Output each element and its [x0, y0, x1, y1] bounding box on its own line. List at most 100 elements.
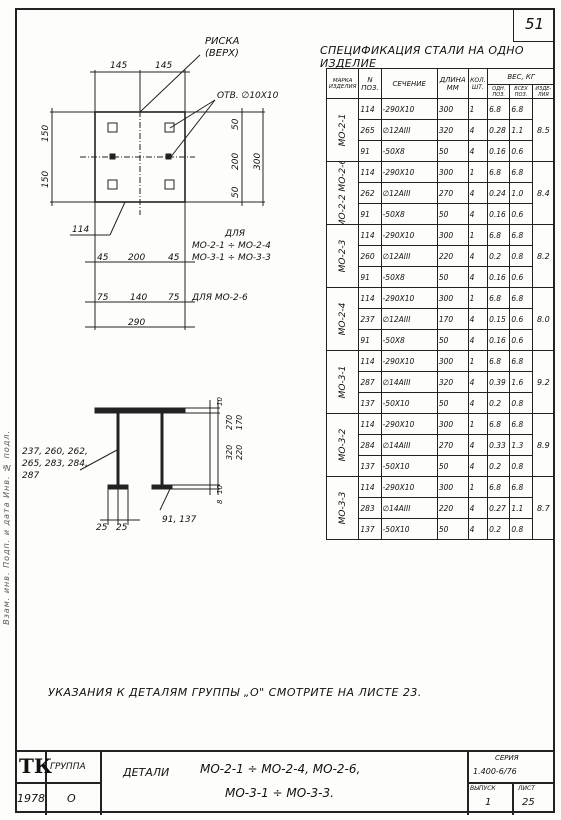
- spec-cell-sec: ∅12АIII: [380, 119, 438, 141]
- spec-total: 8.5: [531, 98, 556, 162]
- spec-cell-w1: 6.8: [487, 350, 511, 372]
- spec-total: 8.7: [531, 476, 556, 540]
- spec-cell-qty: 4: [467, 245, 489, 267]
- spec-total: 9.2: [531, 350, 556, 414]
- spec-cell-w1: 0.2: [487, 518, 511, 540]
- spec-cell-qty: 4: [467, 434, 489, 456]
- spec-cell-qty: 4: [467, 329, 489, 351]
- dim-150b: 150: [41, 171, 51, 188]
- label-riska: РИСКА: [205, 36, 240, 47]
- spec-cell-n: 237: [358, 308, 382, 330]
- col-w-item: ИЗДЕ-ЛИЯ: [531, 84, 556, 99]
- spec-cell-w1: 0.39: [487, 371, 511, 393]
- elev-parts-1: 237, 260, 262,: [22, 447, 88, 457]
- spec-cell-len: 50: [436, 266, 469, 288]
- spec-cell-qty: 4: [467, 392, 489, 414]
- label-for: ДЛЯ: [224, 229, 245, 239]
- spec-cell-sec: ∅14АIII: [380, 371, 438, 393]
- spec-cell-w1: 0.15: [487, 308, 511, 330]
- spec-cell-n: 287: [358, 371, 382, 393]
- dim-75b: 75: [168, 293, 180, 303]
- spec-title: СПЕЦИФИКАЦИЯ СТАЛИ НА ОДНО ИЗДЕЛИЕ: [320, 44, 524, 70]
- tb-seria-label: СЕРИЯ: [495, 754, 519, 762]
- side-stamp: Взам. инв. Подп. и дата Инв. № подл.: [2, 430, 11, 625]
- spec-cell-len: 220: [436, 245, 469, 267]
- spec-cell-sec: -290Х10: [380, 161, 438, 183]
- spec-cell-w1: 6.8: [487, 224, 511, 246]
- spec-cell-qty: 1: [467, 413, 489, 435]
- technical-drawing: РИСКА (ВЕРХ) 145 145 ОТВ. ∅10Х10 150 150…: [22, 36, 279, 533]
- spec-cell-sec: -50Х10: [380, 455, 438, 477]
- spec-cell-n: 137: [358, 392, 382, 414]
- dim-45a: 45: [97, 253, 109, 263]
- spec-cell-w1: 6.8: [487, 413, 511, 435]
- dim-200h: 200: [128, 253, 145, 263]
- spec-cell-w1: 0.16: [487, 203, 511, 225]
- spec-cell-len: 300: [436, 413, 469, 435]
- spec-cell-w2: 0.8: [509, 455, 533, 477]
- spec-cell-w1: 0.2: [487, 245, 511, 267]
- spec-cell-w1: 0.2: [487, 455, 511, 477]
- spec-cell-qty: 1: [467, 161, 489, 183]
- spec-cell-w2: 1.6: [509, 371, 533, 393]
- dim-140: 140: [130, 293, 147, 303]
- spec-mark: МО-2-3: [337, 239, 348, 273]
- spec-cell-len: 50: [436, 203, 469, 225]
- spec-mark: МО-3-2: [337, 428, 348, 462]
- spec-cell-w1: 0.28: [487, 119, 511, 141]
- spec-cell-w1: 0.16: [487, 140, 511, 162]
- dim-200v: 200: [231, 153, 241, 170]
- elev-dim-8: 8: [216, 499, 224, 504]
- spec-cell-n: 283: [358, 497, 382, 519]
- spec-cell-w2: 6.8: [509, 98, 533, 120]
- spec-cell-len: 320: [436, 371, 469, 393]
- spec-cell-qty: 4: [467, 518, 489, 540]
- label-for-range2: МО-3-1 ÷ МО-3-3: [192, 253, 271, 263]
- spec-mark: МО-3-1: [337, 365, 348, 399]
- spec-cell-n: 265: [358, 119, 382, 141]
- spec-cell-w1: 6.8: [487, 287, 511, 309]
- spec-cell-len: 50: [436, 329, 469, 351]
- col-n: N ПОЗ.: [358, 68, 382, 99]
- spec-cell-len: 170: [436, 308, 469, 330]
- spec-cell-n: 260: [358, 245, 382, 267]
- spec-cell-n: 262: [358, 182, 382, 204]
- spec-cell-sec: -290Х10: [380, 287, 438, 309]
- spec-cell-sec: -50Х10: [380, 518, 438, 540]
- spec-cell-w2: 0.8: [509, 392, 533, 414]
- spec-mark-cell: МО-3-1: [325, 350, 360, 414]
- spec-mark-cell: МО-2-4: [325, 287, 360, 351]
- spec-cell-sec: -50Х8: [380, 203, 438, 225]
- spec-cell-len: 320: [436, 119, 469, 141]
- spec-total: 8.0: [531, 287, 556, 351]
- spec-cell-sec: -290Х10: [380, 350, 438, 372]
- spec-cell-sec: -290Х10: [380, 476, 438, 498]
- spec-cell-qty: 1: [467, 287, 489, 309]
- spec-cell-len: 50: [436, 455, 469, 477]
- dim-145b: 145: [155, 61, 172, 71]
- spec-cell-w2: 6.8: [509, 413, 533, 435]
- tb-title-line2: МО-3-1 ÷ МО-3-3.: [225, 786, 334, 800]
- spec-mark-cell: МО-3-3: [325, 476, 360, 540]
- spec-cell-len: 50: [436, 140, 469, 162]
- dim-290: 290: [128, 318, 145, 328]
- spec-cell-w2: 1.0: [509, 182, 533, 204]
- spec-cell-qty: 4: [467, 371, 489, 393]
- spec-cell-w2: 6.8: [509, 476, 533, 498]
- plate-elevation: [94, 407, 186, 414]
- tb-list-value: 25: [522, 797, 535, 808]
- spec-cell-w2: 0.6: [509, 308, 533, 330]
- spec-total: 8.4: [531, 161, 556, 225]
- elev-dim-270: 270: [225, 415, 234, 430]
- spec-cell-n: 91: [358, 140, 382, 162]
- spec-cell-w2: 6.8: [509, 350, 533, 372]
